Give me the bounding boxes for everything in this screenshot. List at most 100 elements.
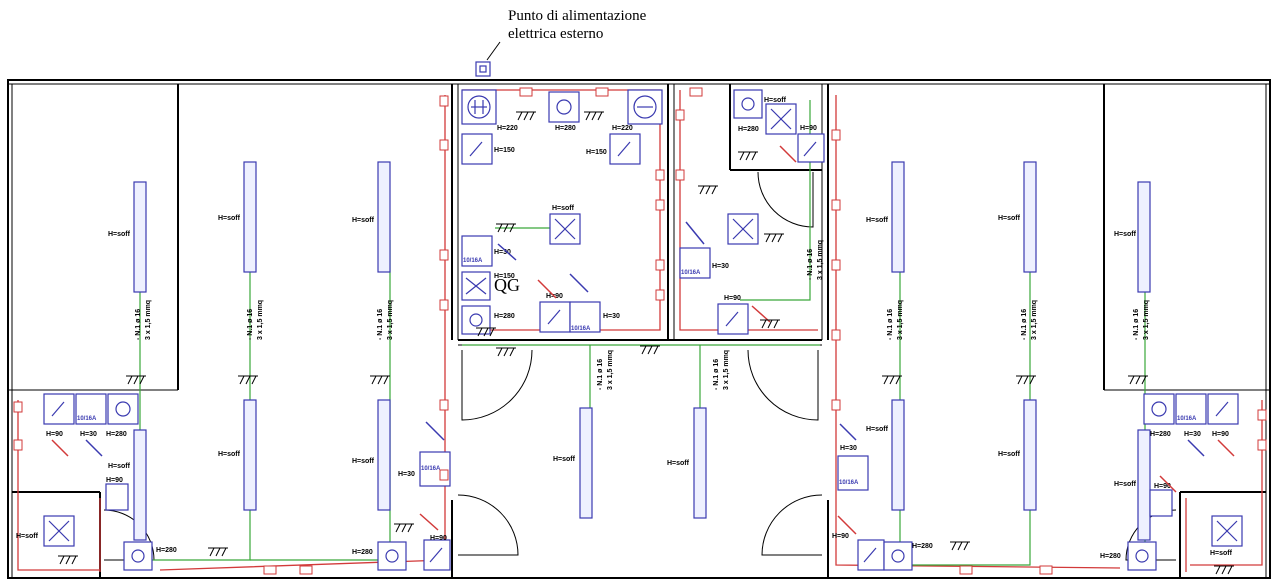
svg-text:H=soff: H=soff [866, 426, 889, 433]
switch-icon [609, 133, 641, 165]
socket-icon [461, 235, 493, 267]
arrow-icon [51, 439, 69, 457]
fluorescent-lamp-icon [1023, 161, 1037, 273]
svg-text:- N.1 ø 16: - N.1 ø 16 [1133, 309, 1140, 340]
svg-text:3 x 1,5 mmq: 3 x 1,5 mmq [1031, 300, 1038, 340]
switch-icon [1149, 489, 1173, 517]
supply-point-inner [479, 65, 487, 73]
lighting-lines [139, 100, 1146, 566]
lamp-labels: H=soff H=soff H=soff H=soff H=soff H=sof… [16, 97, 1233, 557]
svg-text:- N.1 ø 16: - N.1 ø 16 [135, 309, 142, 340]
earth-icon [58, 555, 78, 565]
svg-text:H=280: H=280 [494, 313, 515, 320]
earth-icon [370, 375, 390, 385]
svg-text:H=soff: H=soff [667, 460, 690, 467]
arrow-icon [425, 421, 445, 441]
earth-icon [950, 541, 970, 551]
svg-text:H=30: H=30 [603, 313, 620, 320]
svg-text:3 x 1,5 mmq: 3 x 1,5 mmq [145, 300, 152, 340]
socket-icon [461, 305, 491, 335]
arrow-icon [1217, 439, 1235, 457]
doors [103, 171, 1177, 561]
fluorescent-lamp-icon [579, 407, 593, 519]
earth-icon [496, 223, 516, 233]
svg-text:- N.1 ø 16: - N.1 ø 16 [887, 309, 894, 340]
right-room-devices: H=280 H=90 10/16A H=30 H=90 [679, 89, 825, 335]
arrow-icon [497, 243, 517, 261]
svg-text:H=30: H=30 [1184, 431, 1201, 438]
earth-icon [238, 375, 258, 385]
fluorescent-lamp-icon [891, 399, 905, 511]
svg-text:H=150: H=150 [494, 273, 515, 280]
switch-icon [105, 483, 129, 511]
svg-text:- N.1 ø 16: - N.1 ø 16 [1021, 309, 1028, 340]
fluorescent-lamps [133, 161, 1151, 541]
fluorescent-lamp-icon [243, 161, 257, 273]
svg-text:H=280: H=280 [156, 547, 177, 554]
earth-icon [516, 111, 536, 121]
svg-text:H=soff: H=soff [552, 205, 575, 212]
svg-text:10/16A: 10/16A [571, 326, 591, 332]
switch-icon [423, 539, 451, 571]
arrow-icon [839, 423, 857, 441]
fluorescent-lamp-icon [243, 399, 257, 511]
earth-icon [738, 151, 758, 161]
svg-text:H=90: H=90 [800, 125, 817, 132]
fluorescent-lamp-icon [1137, 429, 1151, 541]
arrow-icon [1159, 475, 1177, 493]
caption-line-2: elettrica esterno [508, 26, 603, 42]
switch-icon [1207, 393, 1239, 425]
svg-text:H=soff: H=soff [218, 451, 241, 458]
svg-text:3 x 1,5 mmq: 3 x 1,5 mmq [387, 300, 394, 340]
svg-text:H=30: H=30 [712, 263, 729, 270]
svg-text:- N.1 ø 16: - N.1 ø 16 [377, 309, 384, 340]
svg-text:10/16A: 10/16A [77, 416, 97, 422]
earth-icon [126, 375, 146, 385]
socket-icon [837, 455, 869, 491]
svg-text:H=280: H=280 [106, 431, 127, 438]
fluorescent-lamp-icon [133, 181, 147, 293]
fluorescent-lamp-icon [891, 161, 905, 273]
svg-text:H=220: H=220 [497, 125, 518, 132]
socket-icon [569, 301, 601, 333]
svg-text:H=150: H=150 [586, 149, 607, 156]
arrow-icon [779, 145, 797, 163]
svg-text:H=soff: H=soff [352, 217, 375, 224]
svg-text:3 x 1,5 mmq: 3 x 1,5 mmq [897, 300, 904, 340]
panel-label: QG [494, 275, 520, 295]
earth-icon [1016, 375, 1036, 385]
svg-text:H=90: H=90 [106, 477, 123, 484]
svg-text:H=30: H=30 [80, 431, 97, 438]
svg-text:H=280: H=280 [1100, 553, 1121, 560]
svg-text:H=soff: H=soff [998, 215, 1021, 222]
fluorescent-lamp-icon [377, 161, 391, 273]
svg-text:H=soff: H=soff [866, 217, 889, 224]
arrow-icon [1187, 439, 1205, 457]
svg-text:H=soff: H=soff [553, 456, 576, 463]
svg-text:3 x 1,5 mmq: 3 x 1,5 mmq [1143, 300, 1150, 340]
svg-text:10/16A: 10/16A [1177, 416, 1197, 422]
fluorescent-lamp-icon [133, 429, 147, 541]
svg-text:H=90: H=90 [832, 533, 849, 540]
svg-text:H=90: H=90 [430, 535, 447, 542]
svg-text:H=90: H=90 [1154, 483, 1171, 490]
earth-icon [764, 233, 784, 243]
earth-icon [882, 375, 902, 385]
svg-text:H=soff: H=soff [1114, 231, 1137, 238]
svg-text:H=soff: H=soff [218, 215, 241, 222]
arrow-icon [751, 305, 771, 323]
earth-icon [208, 547, 228, 557]
svg-text:10/16A: 10/16A [421, 466, 441, 472]
svg-text:H=30: H=30 [840, 445, 857, 452]
svg-text:H=soff: H=soff [1114, 481, 1137, 488]
cable-annotations: - N.1 ø 16 3 x 1,5 mmq - N.1 ø 16 3 x 1,… [135, 240, 1150, 390]
svg-text:H=220: H=220 [612, 125, 633, 132]
socket-icon [548, 91, 580, 123]
svg-text:H=soff: H=soff [16, 533, 39, 540]
svg-text:- N.1 ø 16: - N.1 ø 16 [713, 359, 720, 390]
socket-icon [1143, 393, 1175, 425]
caption-leader [486, 41, 501, 61]
socket-icon [883, 541, 913, 571]
svg-text:H=soff: H=soff [108, 231, 131, 238]
arrow-icon [569, 273, 589, 293]
